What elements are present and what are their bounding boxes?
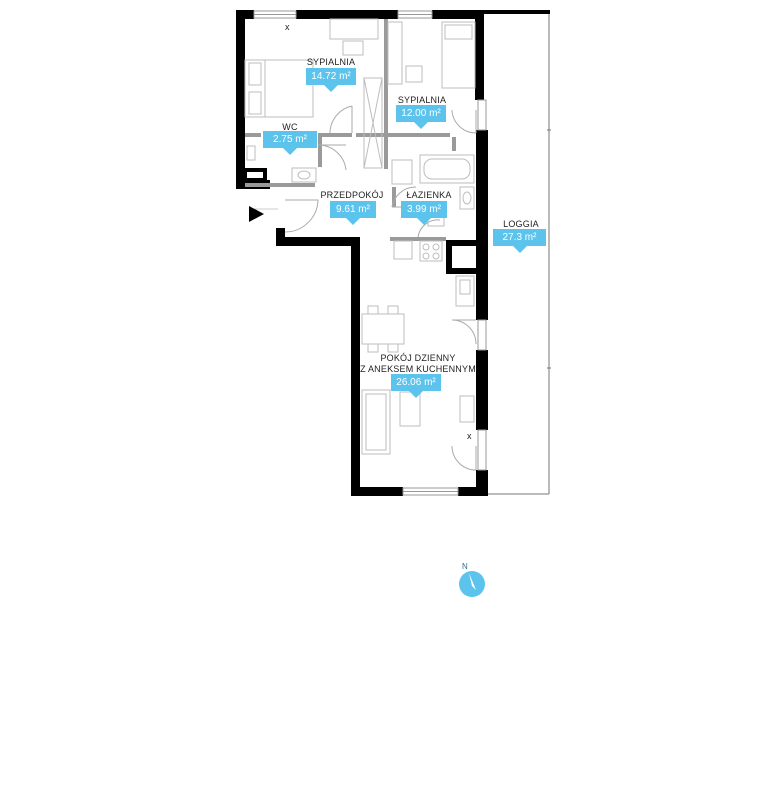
area-tag-bedroom1: 14.72 m²	[306, 68, 356, 92]
room-name-living-line1: POKÓJ DZIENNY	[380, 353, 456, 363]
area-tag-wc: 2.75 m²	[263, 131, 317, 155]
compass-north-label: N	[462, 562, 468, 571]
sofa-icon	[361, 389, 391, 455]
room-name-living-line2: Z ANEKSEM KUCHENNYM	[360, 364, 476, 374]
area-tag-loggia: 27.3 m²	[493, 229, 546, 253]
room-name-bedroom1: SYPIALNIA	[306, 57, 356, 67]
bed-icon	[244, 59, 314, 118]
compass-icon	[459, 571, 485, 597]
window-x-mark: x	[285, 22, 290, 32]
doors	[243, 105, 477, 471]
exterior-walls	[236, 10, 550, 496]
window-x-mark: x	[467, 431, 472, 441]
windows	[253, 10, 487, 496]
furniture	[244, 18, 476, 455]
entrance-arrow-icon	[249, 206, 264, 222]
room-name-loggia: LOGGIA	[503, 219, 539, 229]
room-name-bathroom: ŁAZIENKA	[406, 190, 452, 200]
area-tag-hallway: 9.61 m²	[330, 201, 376, 225]
area-tag-bathroom: 3.99 m²	[401, 201, 447, 225]
room-name-hallway: PRZEDPOKÓJ	[320, 190, 384, 200]
loggia-area	[488, 14, 551, 495]
room-name-wc: WC	[282, 122, 298, 132]
area-tag-living: 26.06 m²	[391, 374, 441, 398]
area-tag-bedroom2: 12.00 m²	[396, 105, 446, 129]
room-name-bedroom2: SYPIALNIA	[397, 95, 447, 105]
